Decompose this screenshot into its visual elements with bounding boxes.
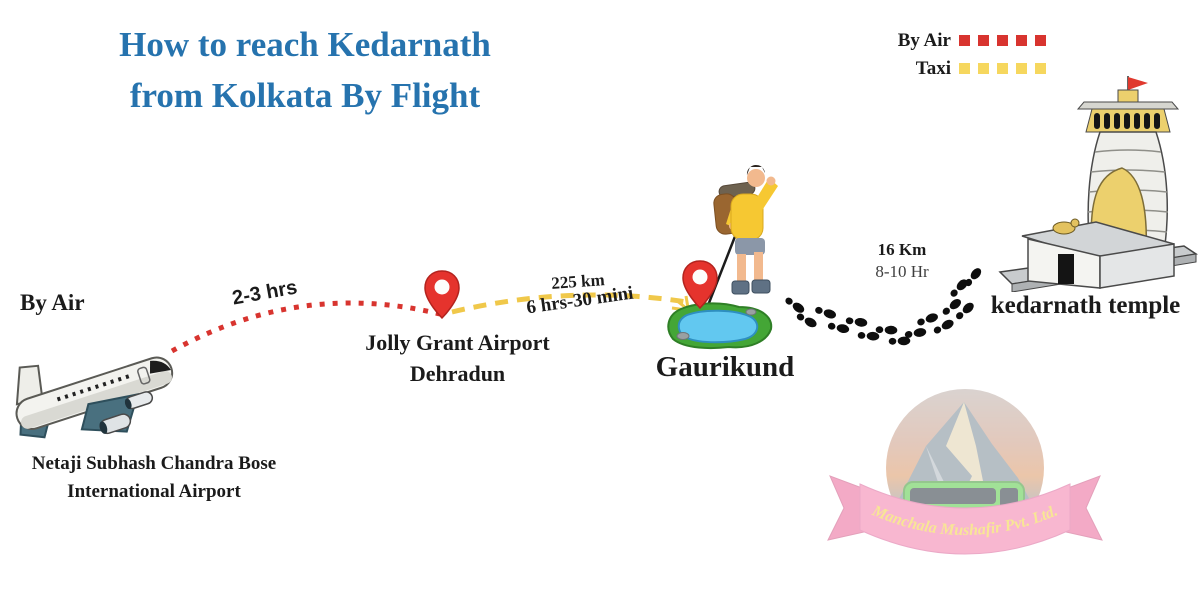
legend-air-label: By Air <box>897 29 951 51</box>
stop1-city: Dehradun <box>409 360 506 386</box>
legend-taxi-label: Taxi <box>915 57 951 79</box>
pond-icon <box>667 302 773 349</box>
location-pin-icon <box>682 260 718 310</box>
stop2-name: Gaurikund <box>655 351 795 383</box>
airplane-icon <box>15 356 174 439</box>
temple-icon <box>998 76 1199 292</box>
stop1-label: Jolly Grant Airport Dehradun <box>350 328 565 390</box>
taxi-swatch-icon <box>978 62 989 74</box>
flag-icon <box>1128 77 1148 90</box>
nandi-statue <box>1052 221 1076 235</box>
hiker-icon <box>705 164 778 309</box>
taxi-swatch-icon <box>997 62 1008 74</box>
leg3-distance-label: 16 Km <box>877 240 927 259</box>
destination-name: kedarnath temple <box>990 292 1181 319</box>
taxi-swatch-icon <box>1035 62 1046 74</box>
leg3-duration-label: 8-10 Hr <box>875 262 929 281</box>
start-mode-label: By Air <box>20 290 85 315</box>
air-swatch-icon <box>1016 34 1027 46</box>
taxi-swatch-icon <box>1016 62 1027 74</box>
taxi-swatch-icon <box>959 62 970 74</box>
air-swatch-icon <box>959 34 970 46</box>
air-swatch-icon <box>997 34 1008 46</box>
start-airport-label: Netaji Subhash Chandra Bose Internationa… <box>8 450 300 505</box>
air-swatch-icon <box>1035 34 1046 46</box>
logo-ribbon: Manchala Mushafir Pvt. Ltd. <box>827 475 1103 555</box>
start-airport-line-1: Netaji Subhash Chandra Bose <box>31 453 277 474</box>
title-line-2: from Kolkata By Flight <box>129 75 481 115</box>
title-line-1: How to reach Kedarnath <box>119 25 491 64</box>
stop1-name: Jolly Grant Airport <box>365 330 550 355</box>
legend: By Air Taxi <box>856 26 1046 82</box>
start-airport-line-2: International Airport <box>67 480 241 502</box>
page-title: How to reach Kedarnath from Kolkata By F… <box>55 20 555 122</box>
taxi-route-line <box>451 292 688 315</box>
air-swatch-icon <box>978 34 989 46</box>
legend-row-air: By Air <box>856 26 1046 54</box>
legend-row-taxi: Taxi <box>856 54 1046 82</box>
location-pin-icon <box>424 270 460 320</box>
company-logo: Manchala Mushafir Pvt. Ltd. <box>827 389 1103 555</box>
